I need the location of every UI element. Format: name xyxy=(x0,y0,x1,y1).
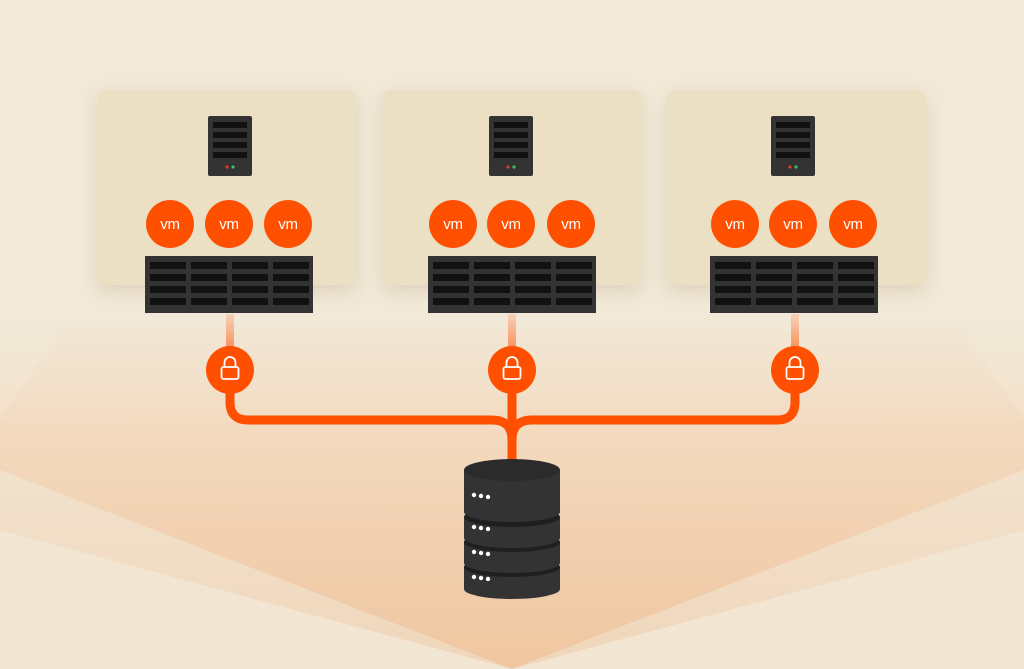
lock-icon xyxy=(206,346,254,394)
background-floor-band xyxy=(0,530,1024,669)
vm-badge: vm xyxy=(264,200,312,248)
vm-badge: vm xyxy=(429,200,477,248)
connection-lines xyxy=(225,387,800,465)
stem-right xyxy=(791,314,799,348)
vm-badge: vm xyxy=(547,200,595,248)
server-tower-icon xyxy=(771,116,815,176)
vm-badge: vm xyxy=(711,200,759,248)
disk-array-icon xyxy=(428,256,596,313)
vm-label: vm xyxy=(843,216,862,233)
database-stack-icon xyxy=(464,459,560,599)
server-tower-icon xyxy=(489,116,533,176)
stem-left xyxy=(226,314,234,348)
stem-center xyxy=(508,314,516,348)
lock-icon xyxy=(488,346,536,394)
vm-badge: vm xyxy=(487,200,535,248)
server-tower-icon xyxy=(208,116,252,176)
vm-label: vm xyxy=(725,216,744,233)
disk-array-icon xyxy=(710,256,878,313)
vm-badge: vm xyxy=(146,200,194,248)
vm-label: vm xyxy=(160,216,179,233)
vm-label: vm xyxy=(443,216,462,233)
vm-label: vm xyxy=(783,216,802,233)
vm-badge: vm xyxy=(205,200,253,248)
lock-icon xyxy=(771,346,819,394)
vm-label: vm xyxy=(561,216,580,233)
vm-label: vm xyxy=(219,216,238,233)
vm-badge: vm xyxy=(769,200,817,248)
vm-label: vm xyxy=(278,216,297,233)
vm-badge: vm xyxy=(829,200,877,248)
disk-array-icon xyxy=(145,256,313,313)
vm-label: vm xyxy=(501,216,520,233)
